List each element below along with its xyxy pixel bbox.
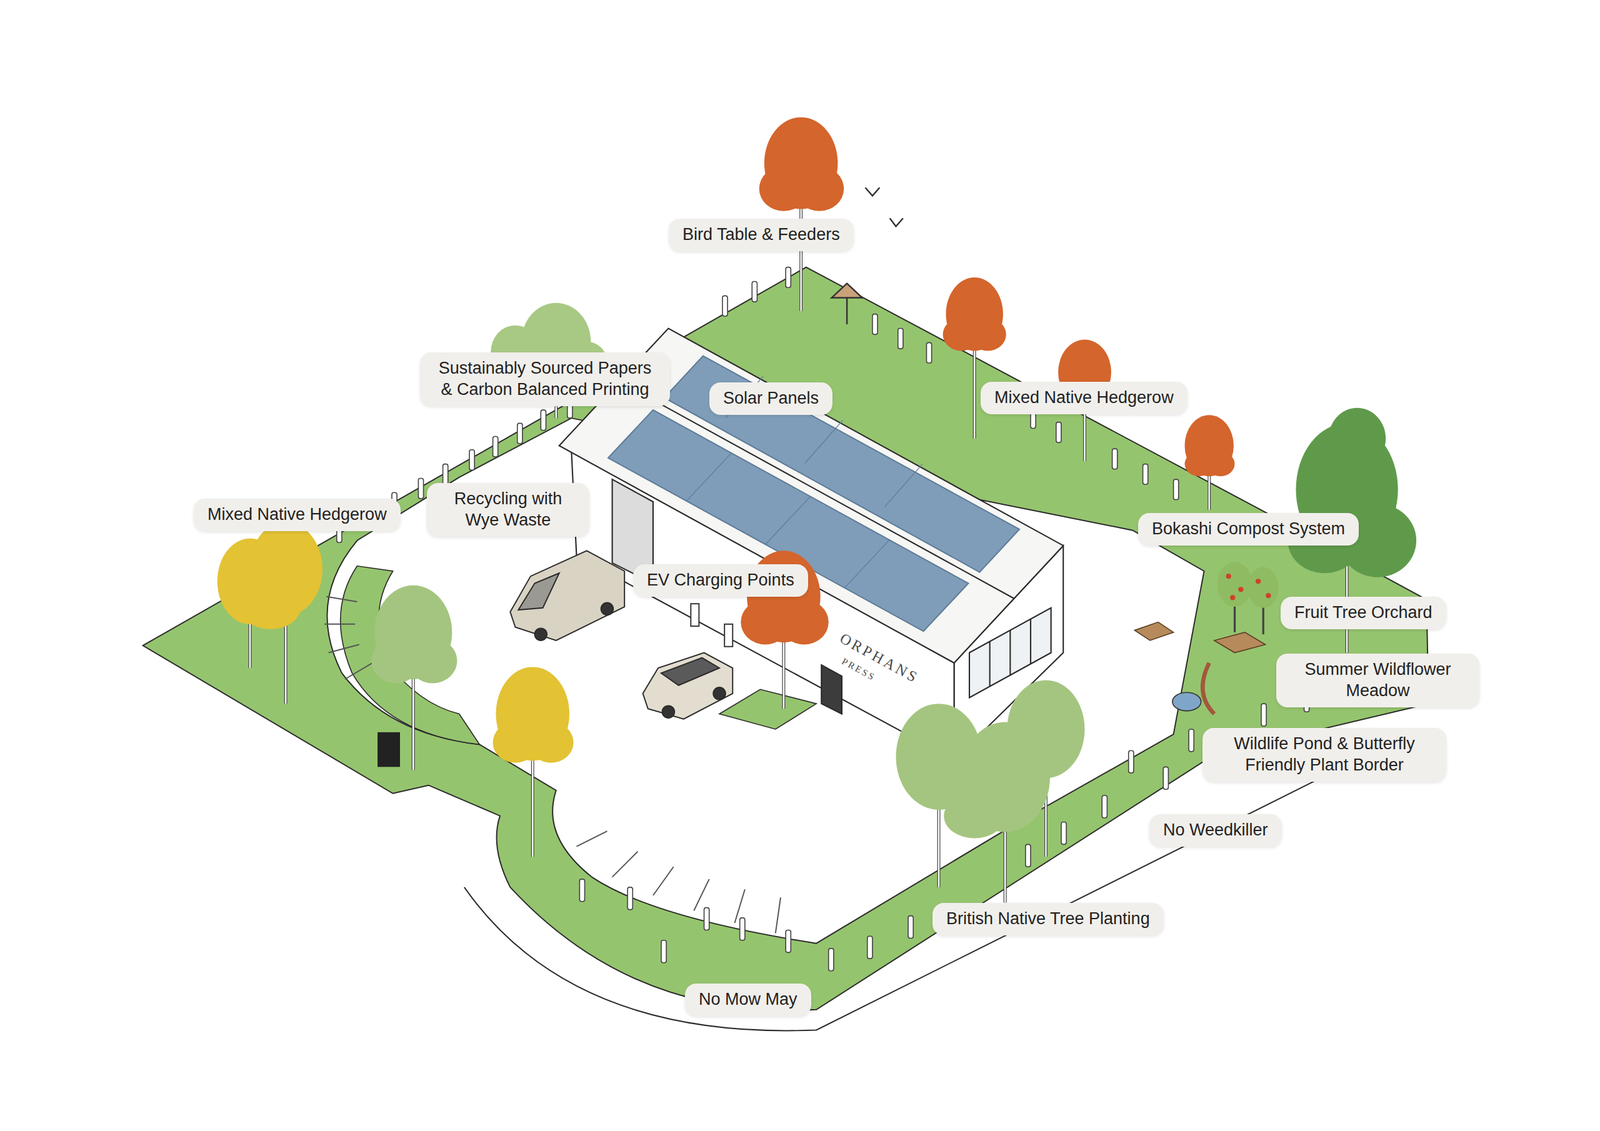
label-text: Summer Wildflower Meadow bbox=[1290, 659, 1466, 702]
turning-island bbox=[340, 566, 480, 745]
label-text: Sustainably Sourced Papers & Carbon Bala… bbox=[433, 358, 657, 401]
label-text: No Weedkiller bbox=[1163, 820, 1269, 842]
car bbox=[643, 653, 734, 720]
butterfly-border bbox=[1202, 663, 1215, 715]
callout-label: Fruit Tree Orchard bbox=[1280, 596, 1447, 630]
callout-label: Sustainably Sourced Papers & Carbon Bala… bbox=[420, 352, 670, 407]
label-text: Bird Table & Feeders bbox=[682, 224, 840, 246]
label-text: Mixed Native Hedgerow bbox=[207, 504, 387, 526]
trees-front bbox=[217, 522, 1085, 904]
label-text: Mixed Native Hedgerow bbox=[994, 387, 1174, 409]
label-text: Bokashi Compost System bbox=[1151, 518, 1345, 540]
callout-label: Solar Panels bbox=[709, 382, 833, 415]
ev-chargers bbox=[690, 603, 733, 647]
label-text: British Native Tree Planting bbox=[946, 908, 1150, 930]
label-text: EV Charging Points bbox=[646, 570, 795, 592]
callout-label: Bokashi Compost System bbox=[1138, 513, 1359, 546]
van bbox=[510, 550, 625, 641]
label-text: Fruit Tree Orchard bbox=[1294, 602, 1433, 624]
callout-label: EV Charging Points bbox=[633, 564, 809, 597]
label-text: Recycling with Wye Waste bbox=[440, 488, 576, 532]
tree-island bbox=[719, 689, 817, 730]
label-text: No Mow May bbox=[698, 989, 798, 1011]
callout-label: Summer Wildflower Meadow bbox=[1276, 653, 1480, 708]
callout-label: Wildlife Pond & Butterfly Friendly Plant… bbox=[1202, 728, 1447, 782]
wildlife-pond bbox=[1172, 692, 1202, 711]
bin bbox=[377, 732, 400, 767]
callout-label: No Mow May bbox=[685, 983, 812, 1017]
birds bbox=[865, 187, 903, 227]
callout-label: No Weedkiller bbox=[1149, 814, 1282, 847]
label-text: Wildlife Pond & Butterfly Friendly Plant… bbox=[1216, 733, 1433, 777]
lawn bbox=[143, 267, 1429, 1011]
callout-label: Recycling with Wye Waste bbox=[426, 483, 590, 537]
bird-table bbox=[831, 283, 863, 325]
callout-label: Bird Table & Feeders bbox=[668, 218, 854, 252]
callout-label: Mixed Native Hedgerow bbox=[980, 381, 1188, 415]
orchard bbox=[1217, 561, 1279, 635]
callout-label: Mixed Native Hedgerow bbox=[193, 498, 401, 532]
callout-label: British Native Tree Planting bbox=[932, 903, 1164, 936]
picnic-tables bbox=[1135, 622, 1266, 654]
parking-bays bbox=[324, 596, 781, 934]
label-text: Solar Panels bbox=[723, 388, 819, 410]
fence-posts bbox=[336, 267, 1310, 972]
